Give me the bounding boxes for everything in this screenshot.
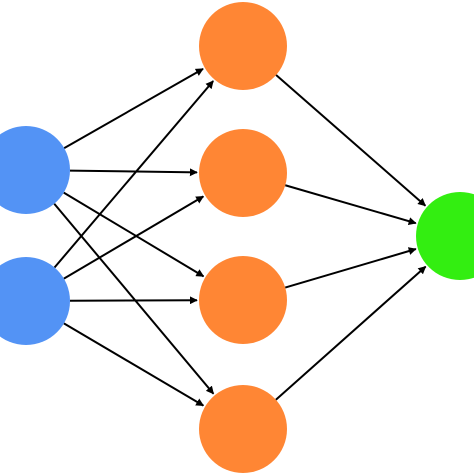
edge-input-2-to-hidden-3 bbox=[69, 296, 198, 305]
edge-input-2-to-hidden-2 bbox=[63, 195, 205, 280]
edge-hidden-1-to-output-1 bbox=[275, 74, 427, 207]
output-node-1 bbox=[416, 192, 474, 280]
input-node-1 bbox=[0, 126, 70, 214]
edge-hidden-2-to-output-1 bbox=[284, 184, 417, 226]
edge-input-1-to-hidden-2 bbox=[69, 168, 198, 177]
hidden-node-2 bbox=[199, 129, 287, 217]
edge-input-1-to-hidden-3 bbox=[63, 191, 205, 278]
hidden-node-1 bbox=[199, 2, 287, 90]
edge-hidden-3-to-output-1 bbox=[284, 247, 417, 289]
hidden-node-3 bbox=[199, 256, 287, 344]
edge-input-2-to-hidden-4 bbox=[63, 322, 205, 407]
edge-input-1-to-hidden-1 bbox=[63, 67, 204, 150]
input-node-2 bbox=[0, 257, 70, 345]
hidden-node-4 bbox=[199, 385, 287, 473]
edge-input-2-to-hidden-1 bbox=[53, 80, 214, 269]
edge-hidden-4-to-output-1 bbox=[275, 265, 427, 401]
connections bbox=[53, 67, 427, 407]
